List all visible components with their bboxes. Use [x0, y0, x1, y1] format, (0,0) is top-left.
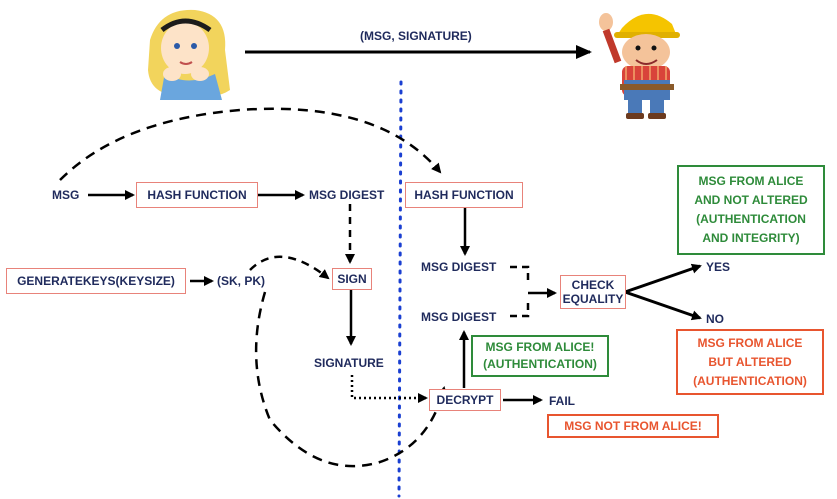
digest2-to-check-line	[510, 302, 530, 318]
auth-integrity-note: MSG FROM ALICE AND NOT ALTERED (AUTHENTI…	[677, 165, 825, 255]
auth-integrity-line-3: (AUTHENTICATION	[696, 212, 806, 226]
auth-integrity-line-4: AND INTEGRITY)	[702, 231, 800, 245]
sign-box: SIGN	[332, 268, 372, 290]
key-pair-label: (SK, PK)	[217, 274, 265, 288]
bob-msg-digest-1-label: MSG DIGEST	[421, 260, 497, 274]
divider-line	[397, 80, 403, 498]
bob-hash-function-box: HASH FUNCTION	[405, 182, 523, 208]
auth-integrity-line-2: AND NOT ALTERED	[694, 193, 808, 207]
check-equality-line2: EQUALITY	[562, 292, 624, 306]
altered-line-1: MSG FROM ALICE	[697, 335, 803, 350]
altered-line-2: BUT ALTERED	[708, 354, 792, 369]
check-equality-box: CHECK EQUALITY	[560, 275, 626, 309]
signature-to-decrypt-arrow	[350, 375, 428, 403]
pk-to-decrypt-dashed-arc	[254, 291, 447, 468]
decrypt-box: DECRYPT	[429, 389, 501, 411]
auth-only-note: MSG FROM ALICE! (AUTHENTICATION)	[471, 335, 609, 377]
auth-only-line-1: MSG FROM ALICE!	[485, 340, 595, 354]
sk-to-sign-dashed-arc	[249, 255, 330, 280]
check-to-yes-arrow	[624, 263, 702, 294]
alice-msg-digest-label: MSG DIGEST	[309, 188, 385, 202]
no-label: NO	[706, 312, 724, 326]
check-to-no-arrow	[624, 290, 702, 321]
bob-msg-digest-2-label: MSG DIGEST	[421, 310, 497, 324]
msg-label: MSG	[52, 188, 80, 202]
auth-integrity-line-1: MSG FROM ALICE	[698, 174, 804, 188]
yes-label: YES	[706, 260, 731, 274]
signature-label: SIGNATURE	[314, 356, 384, 370]
generate-keys-box: GENERATEKEYS(KEYSIZE)	[6, 268, 186, 294]
digest1-to-check-line	[510, 265, 530, 284]
message-signature-label: (MSG, SIGNATURE)	[360, 29, 472, 43]
altered-note: MSG FROM ALICE BUT ALTERED (AUTHENTICATI…	[676, 329, 824, 395]
bob-builder-illustration	[599, 13, 680, 119]
altered-line-3: (AUTHENTICATION)	[693, 373, 807, 388]
msg-to-bob-dashed-arc	[59, 107, 442, 181]
not-from-alice-note: MSG NOT FROM ALICE!	[547, 414, 719, 438]
fail-label: FAIL	[549, 394, 575, 408]
auth-only-line-2: (AUTHENTICATION)	[483, 357, 597, 371]
alice-hash-function-box: HASH FUNCTION	[136, 182, 258, 208]
check-equality-line1: CHECK	[571, 278, 615, 292]
alice-illustration	[148, 9, 230, 100]
